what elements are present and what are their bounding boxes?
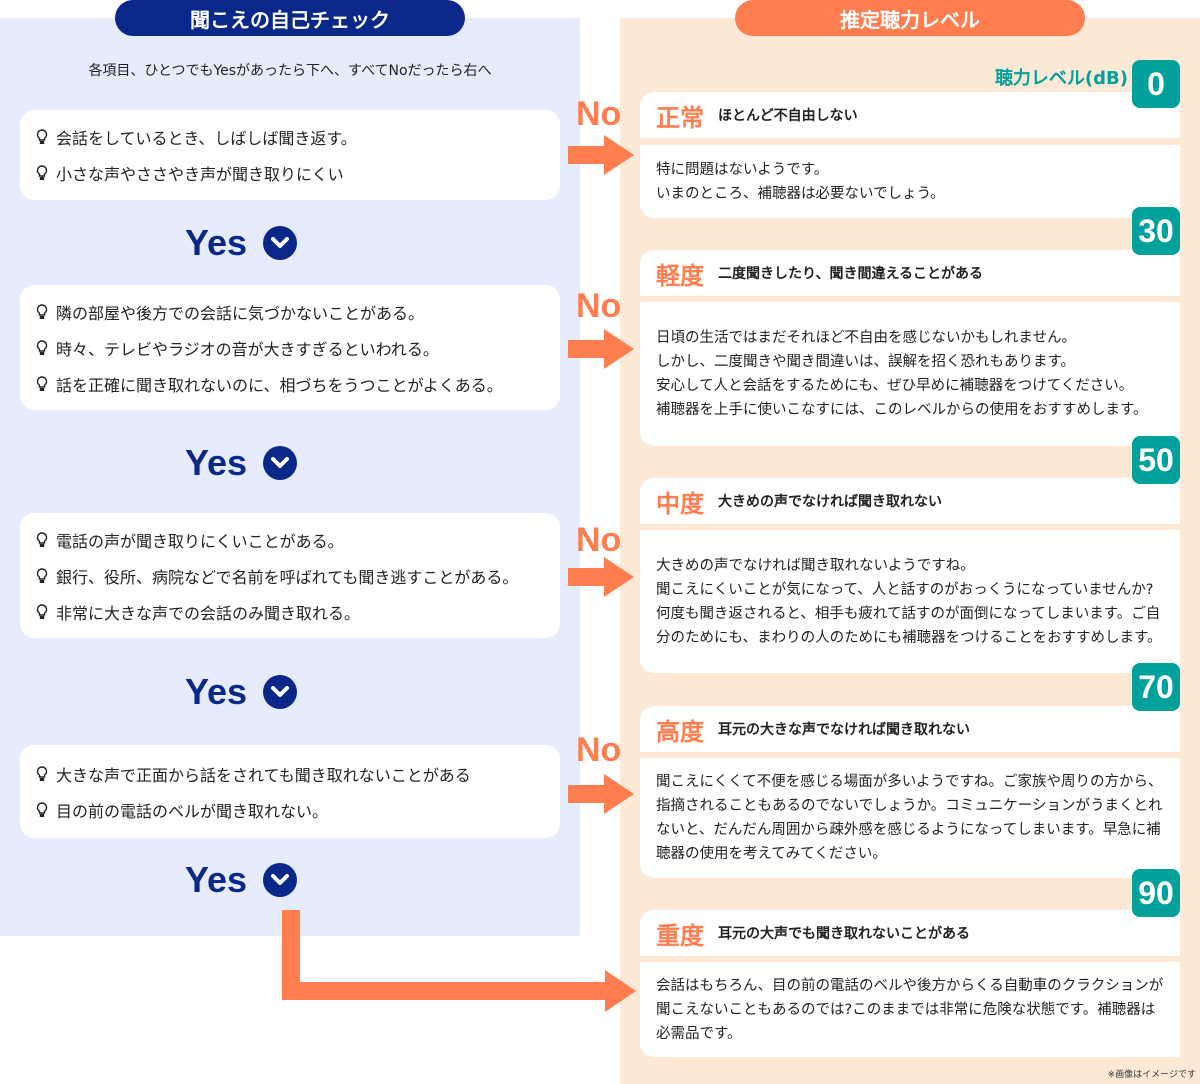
yes-label: Yes [185,859,248,900]
lightbulb-icon [36,567,48,584]
level-description-1: 特に問題はないようです。いまのところ、補聴器は必要ないでしょう。 [640,145,1180,218]
yes-indicator: Yes [185,671,325,713]
self-check-title: 聞こえの自己チェック [115,0,465,36]
level-summary: 耳元の大きな声でなければ聞き取れない [718,722,970,738]
description-line: 日頃の生活ではまだそれほど不自由を感じないかもしれません。 [656,330,1077,346]
check-group-4: 大きな声で正面から話をされても聞き取れないことがある目の前の電話のベルが聞き取れ… [20,745,560,838]
level-name: 中度 [656,489,704,518]
lightbulb-icon [36,339,48,356]
check-item-text: 電話の声が聞き取りにくいことがある。 [56,531,344,551]
level-summary: 二度聞きしたり、聞き間違えることがある [718,266,984,282]
level-header-3: 中度大きめの声でなければ聞き取れない [640,478,1180,524]
description-line: 安心して人と会話をするためにも、ぜひ早めに補聴器をつけてください。 [656,378,1134,394]
hearing-level-title: 推定聴力レベル [735,0,1085,36]
db-badge: 50 [1132,436,1180,484]
chevron-down-icon [263,226,298,260]
check-item-text: 話を正確に聞き取れないのに、相づちをうつことがよくある。 [56,375,503,395]
level-summary: ほとんど不自由しない [718,108,858,124]
level-header-5: 重度耳元の大声でも聞き取れないことがある [640,910,1180,956]
level-description-3: 大きめの声でなければ聞き取れないようですね。聞こえにくいことが気になって、人と話… [640,530,1180,673]
check-item-text: 時々、テレビやラジオの音が大きすぎるといわれる。 [56,339,439,359]
description-line: いまのところ、補聴器は必要ないでしょう。 [656,185,945,202]
lightbulb-icon [36,375,48,392]
level-summary: 耳元の大声でも聞き取れないことがある [718,926,970,942]
yes-label: Yes [185,442,248,483]
level-name: 重度 [656,921,704,950]
description-line: 会話はもちろん、目の前の電話のベルや後方からくる自動車のクラクションが聞こえない… [656,977,1164,1042]
check-group-3: 電話の声が聞き取りにくいことがある。銀行、役所、病院などで名前を呼ばれても聞き逃… [20,513,560,638]
check-item-text: 大きな声で正面から話をされても聞き取れないことがある [56,765,471,785]
yes-indicator: Yes [185,859,325,901]
description-line: 補聴器を上手に使いこなすには、このレベルからの使用をおすすめします。 [656,402,1148,418]
db-badge: 30 [1132,207,1180,255]
yes-label: Yes [185,671,248,712]
no-label: No [576,521,622,559]
check-item: 会話をしているとき、しばしば聞き返す。 [36,125,544,149]
description-line: 聞こえにくいことが気になって、人と話すのがおっくうになっていませんか?何度も聞き… [656,581,1162,646]
lightbulb-icon [36,303,48,320]
lightbulb-icon [36,801,48,818]
level-summary: 大きめの声でなければ聞き取れない [718,494,942,510]
level-description-4: 聞こえにくくて不便を感じる場面が多いようですね。ご家族や周りの方から、指摘される… [640,758,1180,878]
check-item: 大きな声で正面から話をされても聞き取れないことがある [36,762,544,786]
description-line: 聞こえにくくて不便を感じる場面が多いようですね。ご家族や周りの方から、指摘される… [656,774,1163,862]
check-item: 銀行、役所、病院などで名前を呼ばれても聞き逃すことがある。 [36,564,544,588]
check-item-text: 会話をしているとき、しばしば聞き返す。 [56,129,357,148]
description-line: 大きめの声でなければ聞き取れないようですね。 [656,557,975,574]
arrow-right-icon [568,135,634,175]
check-item-text: 銀行、役所、病院などで名前を呼ばれても聞き逃すことがある。 [56,567,519,587]
level-name: 正常 [656,103,704,132]
check-item: 非常に大きな声での会話のみ聞き取れる。 [36,600,544,624]
db-badge: 90 [1132,869,1180,917]
description-line: しかし、二度聞きや聞き間違いは、誤解を招く恐れもあります。 [656,354,1076,370]
chevron-down-icon [263,863,298,897]
lightbulb-icon [36,165,48,181]
db-label: 聴力レベル(dB) [994,68,1128,89]
check-item: 電話の声が聞き取りにくいことがある。 [36,528,544,552]
arrow-right-icon [568,329,634,369]
image-note: ※画像はイメージです [1107,1070,1196,1080]
description-line: 特に問題はないようです。 [656,161,829,178]
lightbulb-icon [36,603,48,620]
no-label: No [576,287,622,325]
check-item: 話を正確に聞き取れないのに、相づちをうつことがよくある。 [36,372,544,396]
check-item: 小さな声やささやき声が聞き取りにくい [36,161,544,185]
instruction-text: 各項目、ひとつでもYesがあったら下へ、すべてNoだったら右へ [88,63,492,79]
chevron-down-icon [263,675,298,709]
check-item-text: 目の前の電話のベルが聞き取れない。 [56,801,329,821]
level-name: 高度 [656,717,704,746]
lightbulb-icon [36,531,48,548]
arrow-right-icon [568,557,634,597]
yes-indicator: Yes [185,222,325,264]
check-item: 目の前の電話のベルが聞き取れない。 [36,798,544,822]
level-description-5: 会話はもちろん、目の前の電話のベルや後方からくる自動車のクラクションが聞こえない… [640,962,1180,1057]
level-header-2: 軽度二度聞きしたり、聞き間違えることがある [640,250,1180,296]
arrow-right-icon [568,774,634,814]
no-label: No [576,731,622,769]
level-header-4: 高度耳元の大きな声でなければ聞き取れない [640,706,1180,752]
chevron-down-icon [263,446,298,480]
db-badge: 0 [1132,60,1180,108]
check-item-text: 小さな声やささやき声が聞き取りにくい [56,165,344,184]
check-group-2: 隣の部屋や後方での会話に気づかないことがある。時々、テレビやラジオの音が大きすぎ… [20,285,560,410]
check-item-text: 非常に大きな声での会話のみ聞き取れる。 [56,603,361,623]
level-description-2: 日頃の生活ではまだそれほど不自由を感じないかもしれません。しかし、二度聞きや聞き… [640,302,1180,446]
db-badge: 70 [1132,663,1180,711]
lightbulb-icon [36,765,48,782]
level-name: 軽度 [656,261,704,290]
lightbulb-icon [36,129,48,145]
yes-indicator: Yes [185,442,325,484]
check-group-1: 会話をしているとき、しばしば聞き返す。小さな声やささやき声が聞き取りにくい [20,110,560,200]
no-label: No [576,95,622,133]
yes-label: Yes [185,222,248,263]
check-item-text: 隣の部屋や後方での会話に気づかないことがある。 [56,303,425,323]
check-item: 時々、テレビやラジオの音が大きすぎるといわれる。 [36,336,544,360]
level-header-1: 正常ほとんど不自由しない [640,92,1180,138]
check-item: 隣の部屋や後方での会話に気づかないことがある。 [36,300,544,324]
